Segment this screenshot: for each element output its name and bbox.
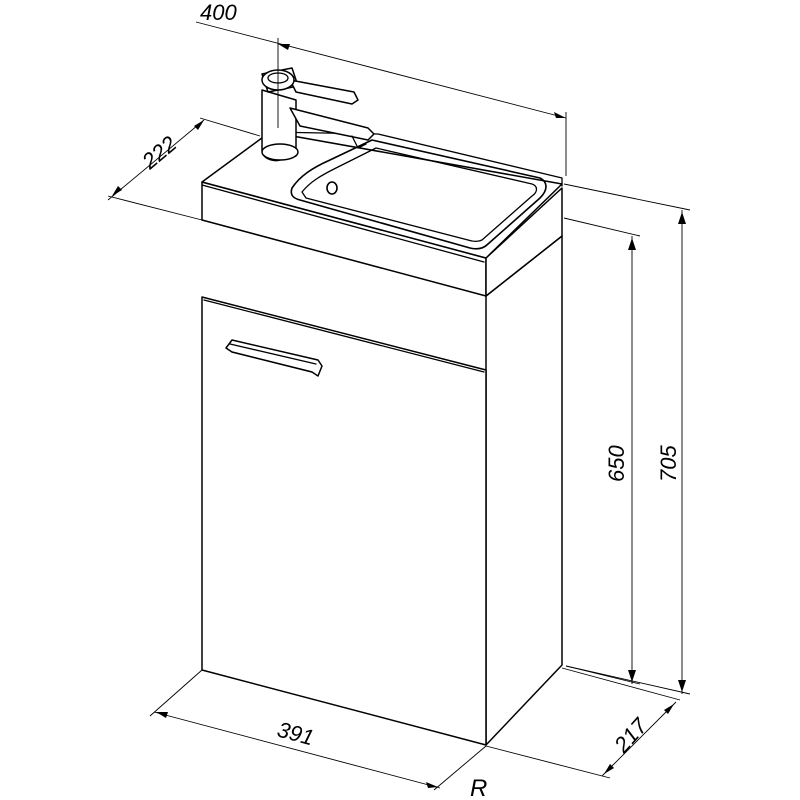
dim-label-cabinet-depth: 217	[608, 713, 652, 758]
dim-total-height	[563, 183, 691, 695]
basin-drain	[326, 181, 338, 195]
cabinet-door	[201, 296, 487, 746]
faucet	[261, 67, 375, 162]
basin-bowl	[290, 139, 547, 250]
dim-cabinet-depth	[485, 667, 681, 779]
door-top-edge	[203, 299, 485, 373]
dim-top-width	[195, 21, 567, 176]
dim-cabinet-width	[149, 669, 487, 791]
dim-depth	[107, 117, 261, 221]
cabinet-side-panel	[485, 235, 563, 746]
basin-top	[201, 131, 563, 297]
dim-label-top-width: 400	[200, 0, 237, 25]
dim-label-depth: 222	[136, 131, 181, 174]
hinge-side-label: R	[470, 775, 487, 800]
dim-label-cabinet-height: 650	[604, 445, 629, 482]
door-handle	[225, 339, 323, 377]
dim-label-total-height: 705	[656, 445, 681, 482]
basin-side-face	[485, 187, 563, 297]
cabinet-body	[201, 235, 563, 746]
